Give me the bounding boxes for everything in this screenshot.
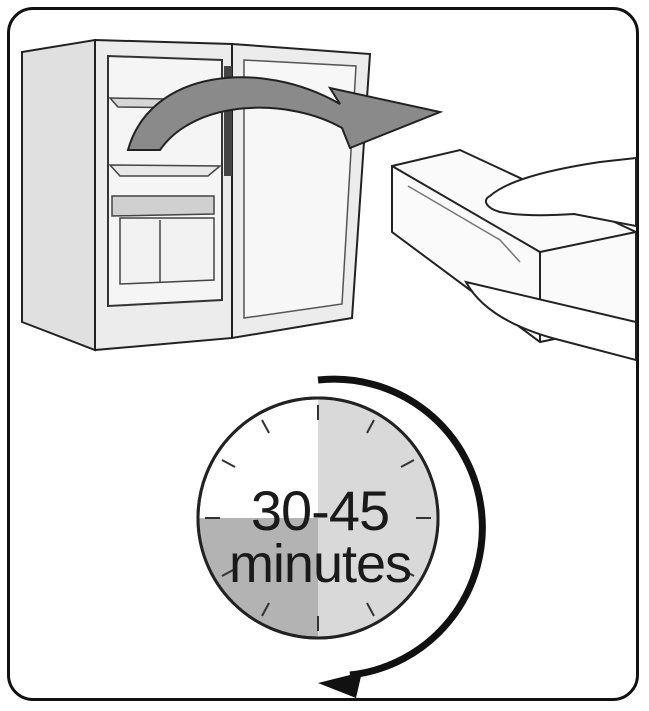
timer-duration-unit: minutes: [200, 537, 440, 591]
timer-duration-range: 30-45: [200, 483, 440, 539]
